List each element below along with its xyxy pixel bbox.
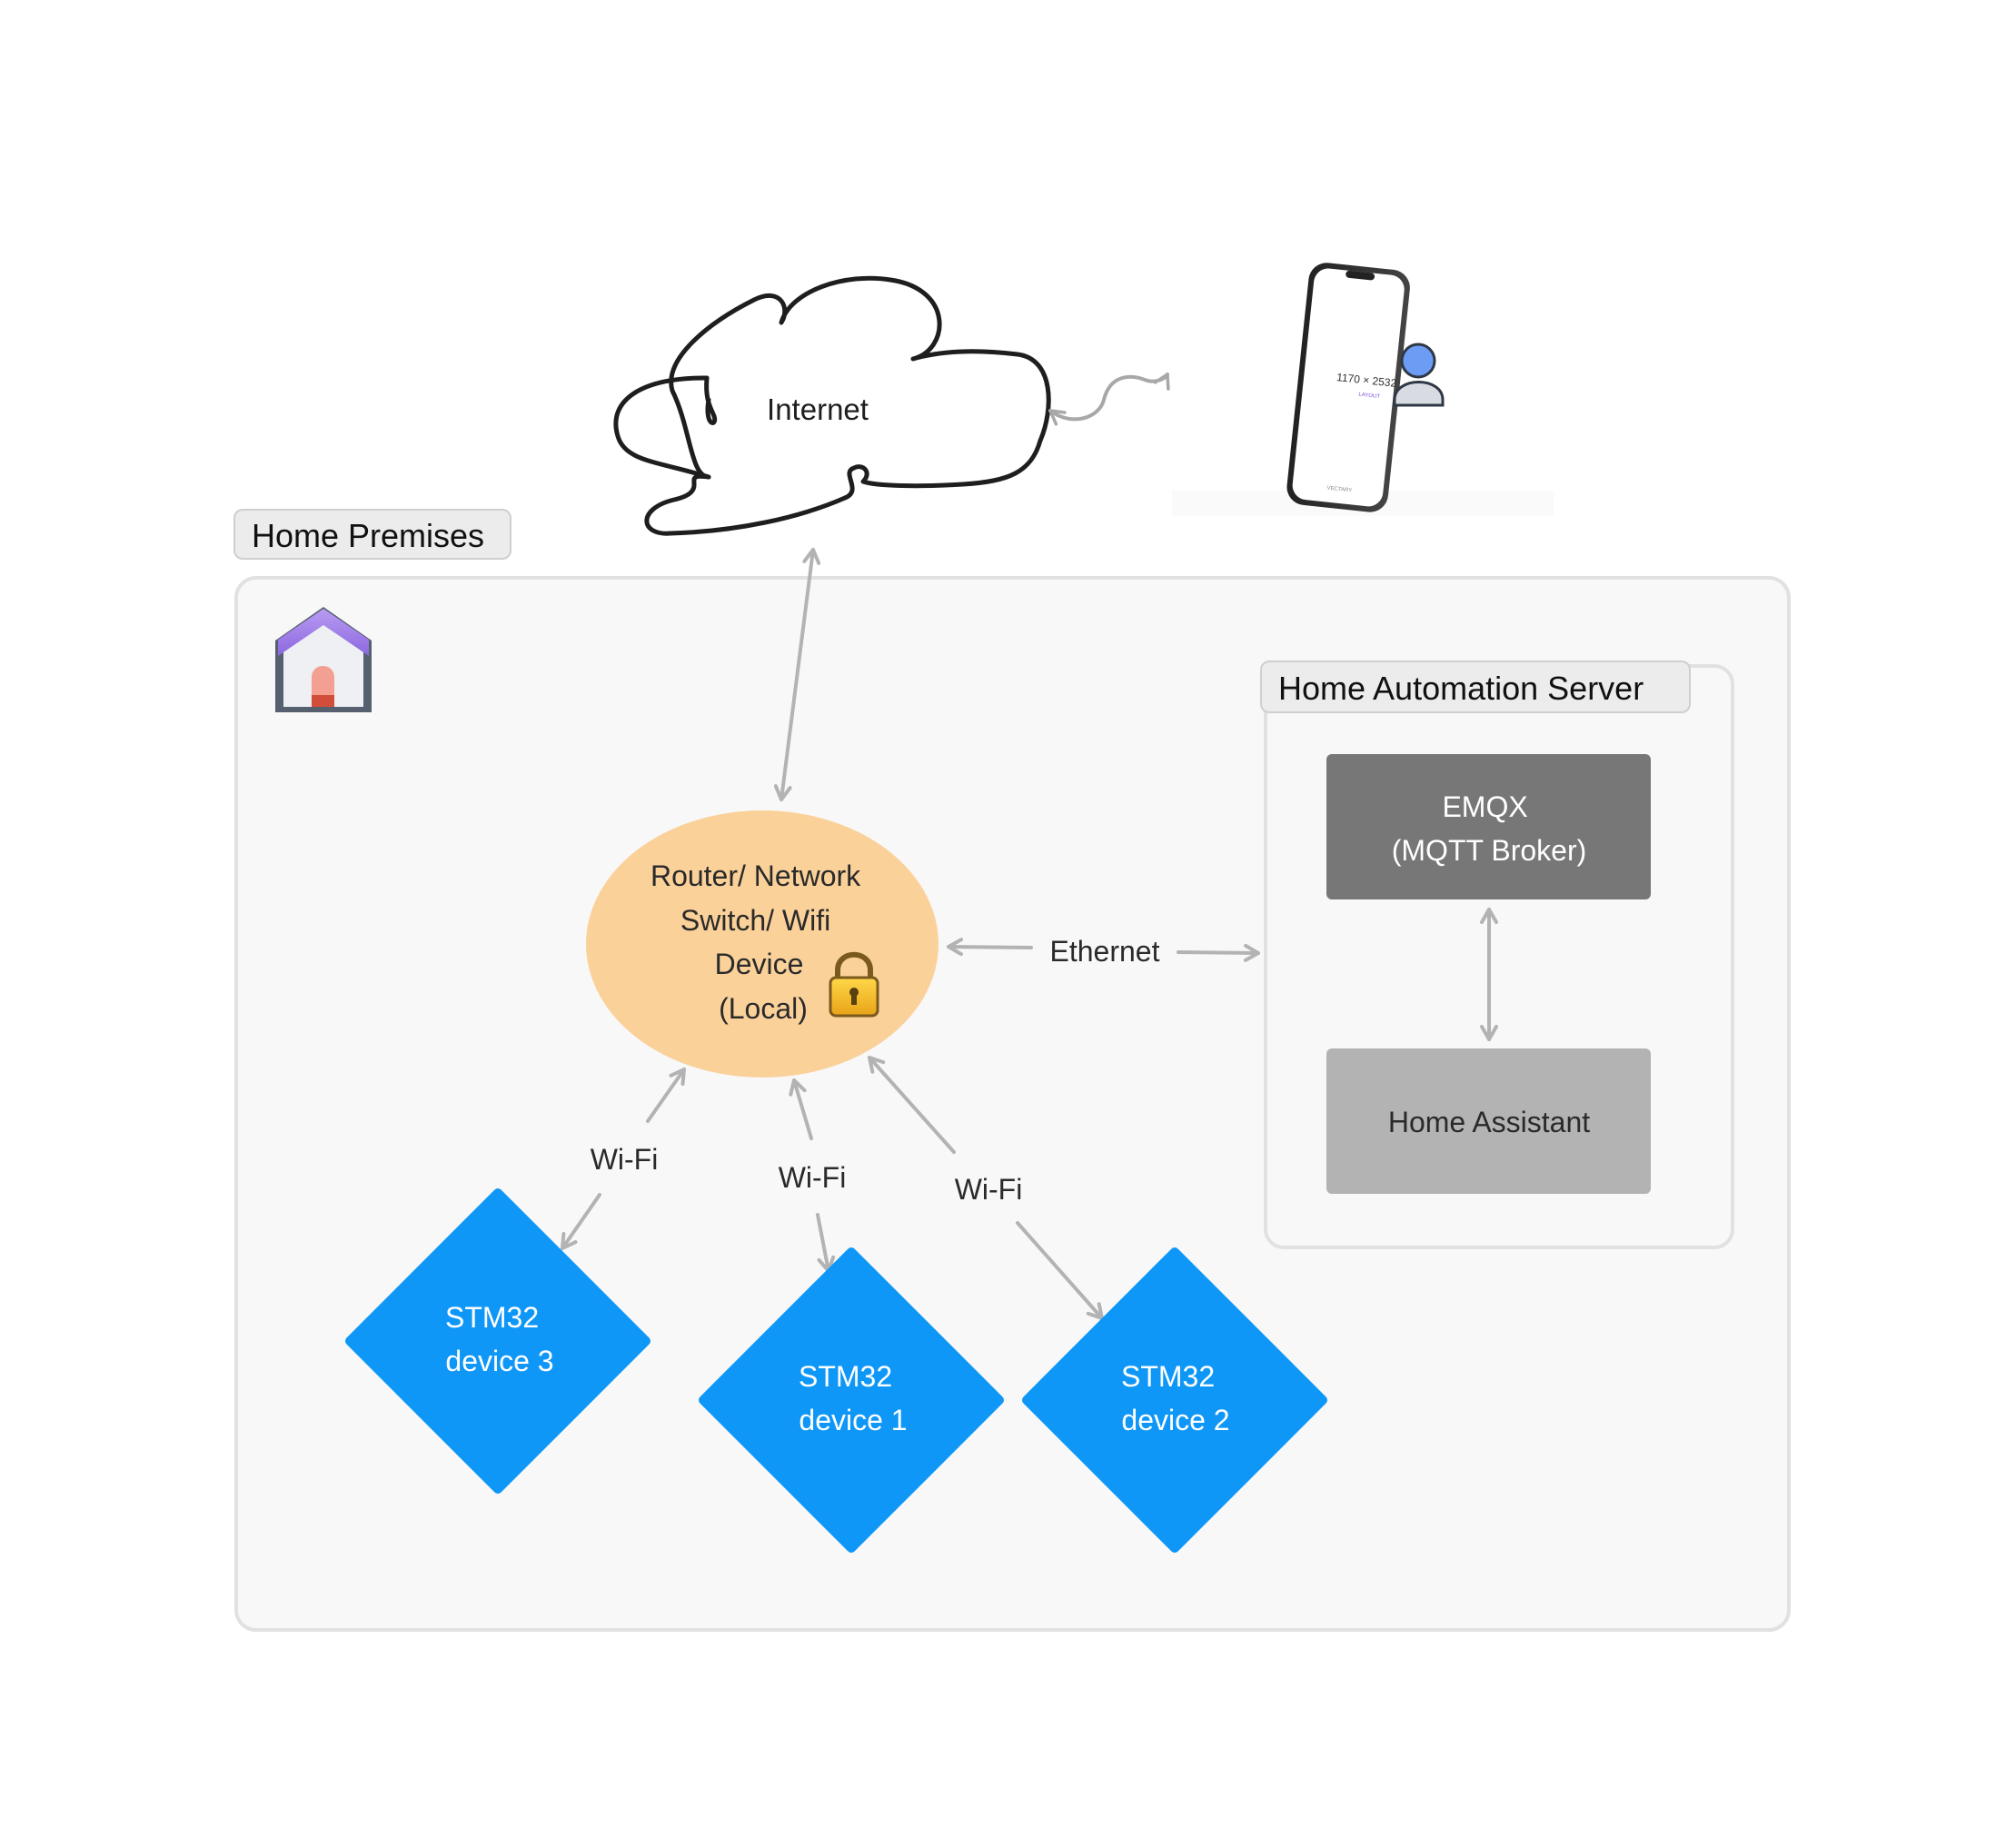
ethernet-label: Ethernet <box>1050 935 1160 968</box>
home-assistant-node <box>1326 1048 1651 1194</box>
stm32-device-2-label: STM32 device 2 <box>1121 1360 1230 1436</box>
wifi-label-right: Wi-Fi <box>955 1173 1023 1206</box>
server-label: Home Automation Server <box>1260 661 1691 713</box>
stm32-device-1-node: STM32 device 1 <box>699 1247 1004 1553</box>
house-icon <box>275 607 372 712</box>
smartphone-image: 1170 × 2532 LAYOUT VECTARY <box>1172 263 1554 516</box>
cloud-phone-connector <box>1048 373 1170 426</box>
wifi-connector-left-lower <box>561 1193 601 1250</box>
wifi-connector-left-upper <box>646 1068 686 1123</box>
svg-text:1170 × 2532: 1170 × 2532 <box>1336 371 1398 390</box>
lock-icon <box>829 951 879 1018</box>
user-icon <box>1393 343 1445 407</box>
home-premises-label: Home Premises <box>233 509 511 560</box>
wifi-connector-right-lower <box>1016 1221 1104 1320</box>
wifi-connector-right-upper <box>868 1056 956 1154</box>
home-assistant-label: Home Assistant <box>1388 1106 1590 1138</box>
stm32-device-1-label: STM32 device 1 <box>799 1360 908 1436</box>
ethernet-connector-left <box>947 938 1033 957</box>
router-label: Router/ Network Switch/ Wifi Device (Loc… <box>650 859 869 1025</box>
wifi-connector-middle-lower <box>816 1213 836 1273</box>
wifi-connector-middle-upper <box>789 1078 813 1140</box>
router-node <box>586 810 938 1078</box>
stm32-device-3-label: STM32 device 3 <box>445 1301 554 1377</box>
cloud-label: Internet <box>767 392 869 426</box>
emqx-broker-label: EMQX (MQTT Broker) <box>1392 790 1587 867</box>
svg-text:LAYOUT: LAYOUT <box>1358 392 1380 400</box>
emqx-broker-node <box>1326 754 1651 899</box>
wifi-label-left: Wi-Fi <box>591 1143 659 1176</box>
internet-cloud <box>644 275 1051 536</box>
stm32-device-3-node: STM32 device 3 <box>345 1188 650 1494</box>
internet-router-connector <box>773 548 821 801</box>
stm32-device-2-node: STM32 device 2 <box>1022 1247 1327 1553</box>
ethernet-connector-right <box>1177 943 1260 962</box>
wifi-label-middle: Wi-Fi <box>779 1161 847 1194</box>
svg-text:VECTARY: VECTARY <box>1326 486 1352 494</box>
